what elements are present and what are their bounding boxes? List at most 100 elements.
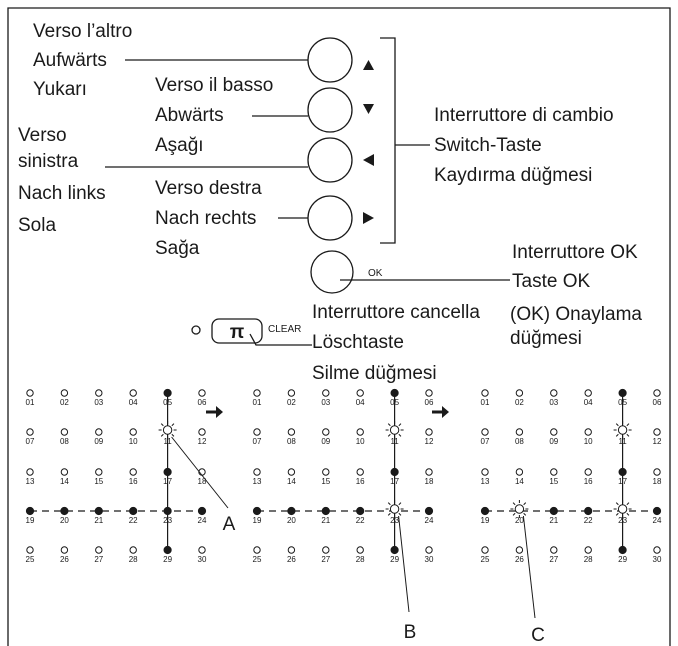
empty-position-dot bbox=[425, 468, 433, 476]
filled-position-dot bbox=[60, 506, 69, 516]
empty-position-dot bbox=[550, 468, 558, 476]
down-button[interactable] bbox=[307, 87, 374, 133]
next-step-arrow-icon bbox=[206, 406, 223, 418]
filled-position-dot bbox=[356, 506, 365, 516]
position-number: 28 bbox=[129, 555, 138, 564]
position-number: 21 bbox=[94, 516, 103, 525]
clear-icon: π bbox=[230, 322, 245, 343]
empty-position-dot bbox=[550, 428, 558, 436]
diagram-frame bbox=[7, 7, 671, 646]
position-number: 24 bbox=[653, 516, 662, 525]
position-number: 15 bbox=[94, 477, 103, 486]
position-number: 23 bbox=[390, 516, 399, 525]
empty-position-dot bbox=[129, 428, 137, 436]
position-number: 02 bbox=[515, 398, 524, 407]
position-number: 11 bbox=[390, 437, 399, 446]
up-button[interactable] bbox=[307, 37, 374, 83]
ok-button[interactable]: OK bbox=[310, 250, 383, 294]
filled-position-dot bbox=[163, 506, 172, 516]
position-number: 24 bbox=[198, 516, 207, 525]
position-number: 25 bbox=[26, 555, 35, 564]
empty-position-dot bbox=[26, 546, 34, 554]
position-number: 04 bbox=[129, 398, 138, 407]
empty-position-dot bbox=[60, 428, 69, 436]
empty-position-dot bbox=[515, 428, 524, 436]
empty-position-dot bbox=[253, 546, 261, 554]
filled-position-dot bbox=[197, 506, 207, 516]
position-number: 13 bbox=[26, 477, 35, 486]
position-number: 14 bbox=[515, 477, 524, 486]
position-number: 09 bbox=[549, 437, 558, 446]
position-number: 29 bbox=[163, 555, 172, 564]
empty-position-dot bbox=[584, 546, 592, 554]
left-arrow-icon bbox=[363, 154, 374, 166]
position-number: 12 bbox=[198, 437, 207, 446]
position-number: 16 bbox=[129, 477, 138, 486]
empty-position-dot bbox=[287, 546, 296, 554]
position-number: 13 bbox=[481, 477, 490, 486]
left-label-tr: Sola bbox=[18, 215, 56, 236]
callout-leader bbox=[522, 515, 536, 619]
position-number: 28 bbox=[584, 555, 593, 564]
position-number: 06 bbox=[425, 398, 434, 407]
position-number: 08 bbox=[287, 437, 296, 446]
filled-position-dot bbox=[129, 506, 138, 516]
position-number: 22 bbox=[129, 516, 138, 525]
position-number: 07 bbox=[26, 437, 35, 446]
position-number: 19 bbox=[253, 516, 262, 525]
callout-leader bbox=[398, 515, 410, 613]
switch-labels: Interruttore di cambio Switch-Taste Kayd… bbox=[434, 105, 614, 186]
filled-position-dot bbox=[390, 467, 399, 477]
filled-position-dot bbox=[549, 506, 558, 516]
position-number: 13 bbox=[253, 477, 262, 486]
right-label-tr: Sağa bbox=[155, 238, 200, 259]
empty-position-dot bbox=[129, 546, 137, 554]
position-number: 21 bbox=[321, 516, 330, 525]
position-number: 29 bbox=[618, 555, 627, 564]
clear-button[interactable]: π CLEAR bbox=[191, 318, 301, 344]
selected-position-icon bbox=[385, 500, 404, 518]
empty-position-dot bbox=[322, 546, 330, 554]
empty-position-dot bbox=[60, 546, 69, 554]
position-number: 07 bbox=[481, 437, 490, 446]
empty-position-dot bbox=[287, 468, 296, 476]
filled-position-dot bbox=[163, 545, 172, 555]
empty-position-dot bbox=[425, 546, 433, 554]
empty-position-dot bbox=[287, 389, 296, 397]
position-number: 11 bbox=[163, 437, 172, 446]
empty-position-dot bbox=[481, 389, 489, 397]
selected-position-icon bbox=[385, 421, 404, 439]
position-number: 04 bbox=[356, 398, 365, 407]
position-number: 18 bbox=[653, 477, 662, 486]
clear-button-text: CLEAR bbox=[268, 324, 301, 335]
position-number: 09 bbox=[94, 437, 103, 446]
empty-position-dot bbox=[653, 546, 661, 554]
empty-position-dot bbox=[653, 389, 661, 397]
switch-label-tr: Kaydırma düğmesi bbox=[434, 165, 592, 186]
position-number: 16 bbox=[356, 477, 365, 486]
filled-position-dot bbox=[480, 506, 490, 516]
up-label-it: Verso l’altro bbox=[33, 21, 132, 42]
right-button[interactable] bbox=[307, 195, 374, 241]
empty-position-dot bbox=[550, 546, 558, 554]
position-number: 25 bbox=[481, 555, 490, 564]
filled-position-dot bbox=[252, 506, 262, 516]
position-number: 22 bbox=[356, 516, 365, 525]
position-number: 06 bbox=[198, 398, 207, 407]
ok-labels: Interruttore OK Taste OK (OK) Onaylama d… bbox=[510, 242, 642, 349]
empty-position-dot bbox=[322, 468, 330, 476]
position-number: 23 bbox=[163, 516, 172, 525]
position-number: 10 bbox=[129, 437, 138, 446]
position-number: 15 bbox=[549, 477, 558, 486]
position-number: 03 bbox=[321, 398, 330, 407]
empty-position-dot bbox=[515, 546, 524, 554]
empty-position-dot bbox=[95, 468, 103, 476]
empty-position-dot bbox=[515, 389, 524, 397]
position-number: 14 bbox=[287, 477, 296, 486]
position-number: 28 bbox=[356, 555, 365, 564]
left-button[interactable] bbox=[307, 137, 374, 183]
empty-position-dot bbox=[253, 468, 261, 476]
clear-label-de: Löschtaste bbox=[312, 332, 404, 353]
